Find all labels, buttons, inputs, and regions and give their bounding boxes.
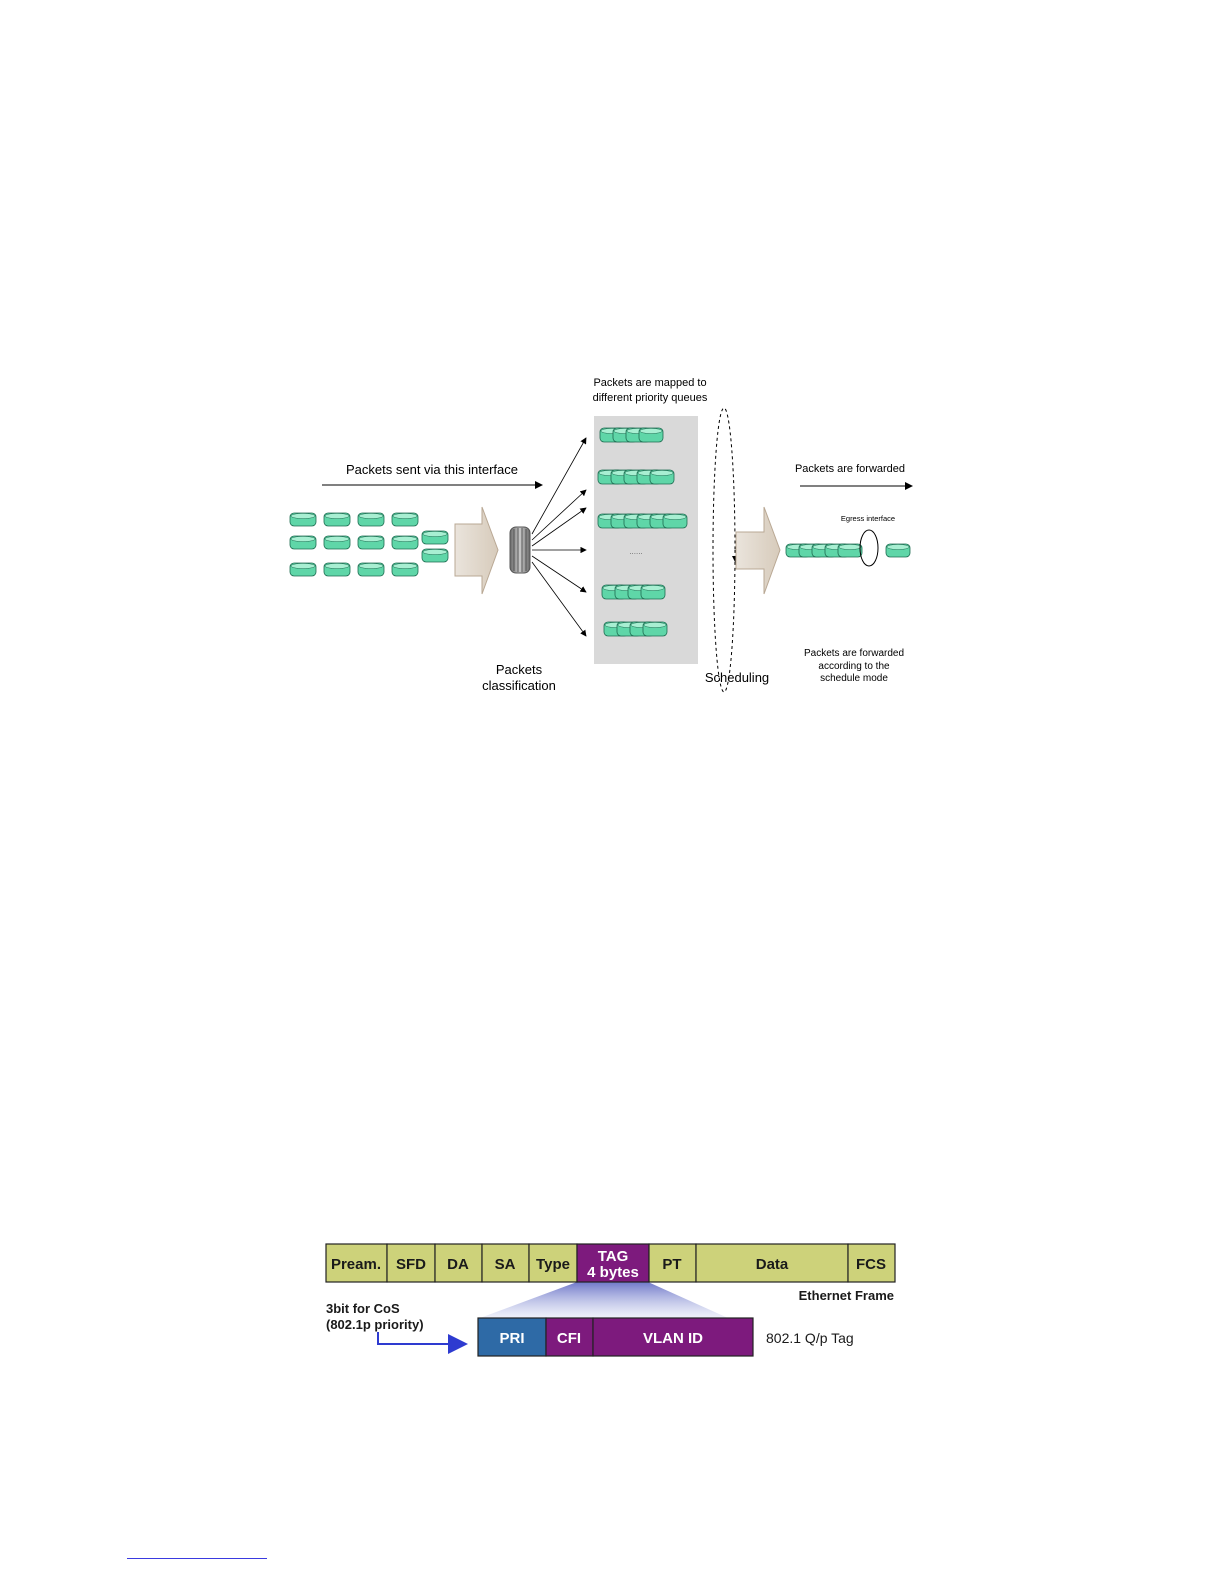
tag-caption: 802.1 Q/p Tag (766, 1330, 854, 1346)
field-sfd (386, 1243, 436, 1283)
incoming-packet (289, 512, 317, 527)
incoming-packet (391, 512, 419, 527)
cos-arrow (377, 1332, 468, 1354)
classification-arrows (531, 437, 587, 637)
queued-packet (649, 469, 675, 485)
field-tag (576, 1243, 650, 1283)
field-data (695, 1243, 849, 1283)
outgoing-packet (837, 543, 863, 558)
cos-label-2: (802.1p priority) (326, 1317, 424, 1332)
tag-field-cfi-label: CFI (557, 1330, 581, 1347)
mapped-label-1: Packets are mapped to (593, 377, 706, 389)
incoming-packet (357, 535, 385, 550)
incoming-packet (391, 562, 419, 577)
mapped-label-2: different priority queues (593, 392, 708, 404)
tag-field-cfi (545, 1317, 594, 1357)
incoming-packet (357, 562, 385, 577)
incoming-packet (323, 512, 351, 527)
scheduling-label: Scheduling (705, 670, 769, 685)
incoming-packet (289, 535, 317, 550)
egress-interface-ring (859, 529, 879, 567)
field-pt-label: PT (662, 1256, 681, 1273)
inbound-big-arrow (454, 506, 499, 595)
tag-expansion-wedge (480, 1282, 728, 1318)
field-sa (481, 1243, 530, 1283)
field-da (434, 1243, 483, 1283)
field-sfd-label: SFD (396, 1256, 426, 1273)
incoming-packet (323, 562, 351, 577)
mode-label-1: Packets are forwarded (804, 648, 904, 659)
mode-label-2: according to the (818, 661, 890, 672)
cos-label-1: 3bit for CoS (326, 1301, 400, 1316)
ethernet-frame-fields (325, 1243, 896, 1283)
ethernet-frame-caption: Ethernet Frame (799, 1288, 894, 1303)
tag-field-vlan-id (592, 1317, 754, 1357)
outbound-big-arrow (735, 506, 781, 595)
queue-packets (597, 427, 688, 637)
queued-packet (640, 584, 666, 600)
field-fcs-label: FCS (856, 1256, 886, 1273)
scheduling-ellipse (712, 407, 736, 693)
incoming-packet (421, 530, 449, 545)
tag-field-vlan-id-label: VLAN ID (643, 1330, 703, 1347)
field-data-label: Data (756, 1256, 789, 1273)
tag-field-pri (477, 1317, 547, 1357)
incoming-packet (421, 548, 449, 563)
field-da-label: DA (447, 1256, 469, 1273)
field-fcs (847, 1243, 896, 1283)
queued-packet (662, 513, 688, 529)
incoming-packets (289, 512, 449, 577)
queued-packet (642, 621, 668, 637)
mode-label-3: schedule mode (820, 673, 888, 684)
incoming-packet (323, 535, 351, 550)
field-sa-label: SA (495, 1256, 516, 1273)
incoming-packet (357, 512, 385, 527)
frame-diagram-svg: Pream. SFD DA SA Type TAG 4 bytes PT Dat… (325, 1243, 896, 1357)
field-preamble-label: Pream. (331, 1256, 381, 1273)
field-type (528, 1243, 578, 1283)
classifier-spool-icon (509, 526, 531, 574)
footnote-rule (127, 1558, 267, 1559)
classification-label-1: Packets (496, 662, 543, 677)
egress-packet (885, 543, 911, 558)
forwarded-label: Packets are forwarded (795, 463, 905, 475)
queued-packet (638, 427, 664, 443)
sent-label: Packets sent via this interface (346, 462, 518, 477)
qos-diagram-svg: Packets are mapped to different priority… (289, 377, 913, 693)
outgoing-packets (785, 543, 911, 558)
classification-label-2: classification (482, 678, 556, 693)
qos-queue-diagram: Packets are mapped to different priority… (284, 364, 924, 700)
egress-label: Egress interface (841, 514, 895, 523)
queue-ellipsis: ...... (629, 547, 642, 556)
incoming-packet (289, 562, 317, 577)
field-tag-label: TAG (598, 1248, 629, 1265)
field-type-label: Type (536, 1256, 570, 1273)
incoming-packet (391, 535, 419, 550)
ethernet-frame-diagram: Pream. SFD DA SA Type TAG 4 bytes PT Dat… (318, 1234, 918, 1362)
field-tag-size-label: 4 bytes (587, 1264, 639, 1281)
tag-field-pri-label: PRI (499, 1330, 524, 1347)
